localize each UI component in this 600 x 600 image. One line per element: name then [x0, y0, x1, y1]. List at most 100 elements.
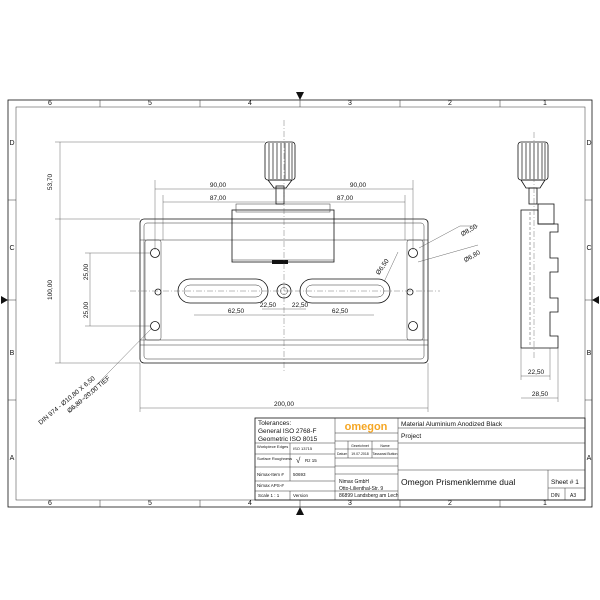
clamp-slot-mark	[272, 260, 288, 264]
dim-center-left: 22,50	[260, 302, 277, 309]
left-zone-d: D	[9, 140, 14, 147]
din-label: DIN	[551, 493, 560, 499]
company-city: 86899 Landsberg am Lech	[339, 493, 399, 499]
company-name: Nimax GmbH	[339, 479, 369, 485]
side-knob-head	[517, 141, 549, 181]
hole-bottom-right	[408, 321, 418, 331]
left-zone-c: C	[9, 245, 14, 252]
top-zone-2: 2	[448, 100, 452, 107]
left-zone-ruler: D C B A	[1, 140, 16, 462]
dim-side-width-outer: 28,50	[532, 391, 549, 398]
surface-label: Surface Roughness	[257, 456, 292, 461]
bottom-zone-4: 4	[248, 500, 252, 507]
dim-slot-left: 62,50	[228, 308, 245, 315]
right-zone-c: C	[586, 245, 591, 252]
bottom-zone-1: 1	[543, 500, 547, 507]
right-pocket	[406, 239, 424, 341]
knob-head	[264, 141, 296, 181]
top-zone-4: 4	[248, 100, 252, 107]
bottom-center-arrow-icon	[296, 507, 304, 515]
left-zone-a: A	[10, 455, 15, 462]
top-zone-3: 3	[348, 100, 352, 107]
right-zone-d: D	[586, 140, 591, 147]
dim-center-right: 22,50	[292, 302, 309, 309]
dim-left-span: 90,00	[210, 182, 227, 189]
tolerance-geometric: Geometric ISO 8015	[258, 436, 318, 443]
thread-note-2: DIN 974 - Ø10,80 X 6,50	[37, 375, 97, 427]
dim-height: 100,00	[47, 280, 54, 300]
sheet-number: Sheet # 1	[551, 479, 579, 486]
top-zone-1: 1	[543, 100, 547, 107]
dim-width: 200,00	[274, 401, 294, 408]
workpiece-edges-label: Workpiece Edges	[257, 444, 288, 449]
dim-hole-dia-1: Ø8,50	[460, 223, 479, 238]
bottom-zone-2: 2	[448, 500, 452, 507]
project-label: Project	[401, 433, 421, 440]
front-dimensions: 53,70 100,00 25,00 25,00 90,00 90,00 87,…	[37, 141, 482, 427]
row-date: Datum	[337, 452, 347, 456]
clamp-block	[231, 209, 335, 263]
side-knob-knurling	[521, 143, 546, 179]
side-knob-stem	[528, 187, 538, 205]
top-zone-5: 5	[148, 100, 152, 107]
top-zone-6: 6	[48, 100, 52, 107]
right-center-arrow-icon	[592, 296, 599, 304]
knob-knurling	[268, 143, 293, 179]
top-center-arrow-icon	[296, 92, 304, 100]
dim-right-inner: 87,00	[337, 195, 354, 202]
knob-collar	[267, 179, 293, 189]
hole-mid-right	[406, 288, 414, 296]
company-street: Otto-Lilienthal-Str. 9	[339, 486, 383, 492]
right-zone-b: B	[587, 350, 592, 357]
knob-stem	[275, 185, 285, 205]
right-zone-ruler: D C B A	[585, 140, 599, 462]
bottom-zone-ruler: 6 5 4 3 2 1	[48, 500, 547, 515]
surface-value: Rz 15	[305, 458, 317, 463]
version-label: Version	[293, 493, 309, 498]
side-knob-collar	[520, 179, 546, 189]
col-drawn: Gezeichnet	[351, 444, 369, 448]
dim-slot-right: 62,50	[332, 308, 349, 315]
format-label: A3	[570, 493, 576, 499]
front-view	[130, 120, 440, 372]
scale: Scale 1 : 1	[258, 493, 280, 498]
hole-mid-left	[154, 288, 162, 296]
omegon-logo-text: omegon	[345, 421, 388, 433]
dim-side-width-inner: 22,50	[528, 369, 545, 376]
nimax-item-label: Nimax-Item #	[257, 472, 284, 477]
top-zone-ruler: 6 5 4 3 2 1	[48, 92, 547, 107]
tolerances-label: Tolerances:	[258, 420, 291, 427]
tolerance-general: General ISO 2768-F	[258, 428, 317, 435]
side-body-profile	[520, 209, 559, 349]
title-block: Tolerances: General ISO 2768-F Geometric…	[254, 417, 586, 501]
title-block-outline	[254, 417, 586, 501]
left-zone-b: B	[10, 350, 15, 357]
bottom-zone-3: 3	[348, 500, 352, 507]
side-clamp-block	[537, 203, 555, 225]
left-pocket	[144, 239, 162, 341]
side-view: 22,50 28,50	[517, 132, 559, 402]
dim-left-inner: 87,00	[210, 195, 227, 202]
dim-upper-offset: 25,00	[83, 263, 90, 280]
nimax-item-value: 50693	[293, 472, 306, 477]
date-value: 19.07.2018	[351, 452, 369, 456]
bottom-zone-6: 6	[48, 500, 52, 507]
drawing-title: Omegon Prismenklemme dual	[401, 477, 515, 487]
surface-check-icon: √	[296, 456, 301, 465]
clamp-block-top	[235, 203, 331, 213]
dim-slot-dia: Ø6,50	[375, 258, 391, 277]
omegon-logo	[336, 419, 397, 433]
hole-bottom-left	[150, 321, 160, 331]
bottom-zone-5: 5	[148, 500, 152, 507]
material: Material Aluminium Anodized Black	[401, 421, 503, 428]
name-value: Tassanai Button	[373, 452, 398, 456]
dim-right-span: 90,00	[350, 182, 367, 189]
dim-hole-dia-2: Ø6,80	[463, 249, 482, 264]
right-zone-a: A	[587, 455, 592, 462]
dim-overall-height: 53,70	[47, 173, 54, 190]
col-name: Name	[380, 444, 389, 448]
workpiece-edges-value: ISO 13715	[293, 446, 313, 451]
dim-lower-offset: 25,00	[83, 301, 90, 318]
nimax-aps-label: Nimax APS-#	[257, 483, 284, 488]
